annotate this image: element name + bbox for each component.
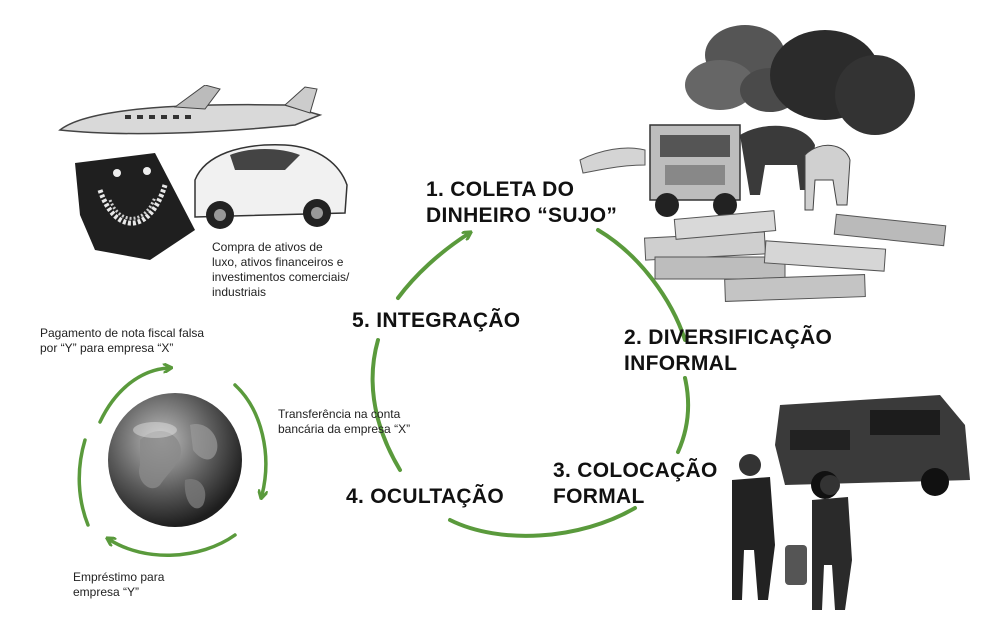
step-2-informal-diversification: 2. DIVERSIFICAÇÃO INFORMAL	[624, 326, 833, 375]
note-luxury-purchases: Compra de ativos de luxo, ativos finance…	[212, 240, 350, 299]
arrow-loop-bottom	[110, 533, 237, 557]
arrow-placement-to-concealment	[448, 506, 637, 538]
globe-illustration	[108, 393, 242, 527]
step-1-collection: 1. COLETA DO DINHEIRO “SUJO”	[426, 178, 618, 227]
step-4-concealment: 4. OCULTAÇÃO	[346, 485, 504, 508]
farm-cash-illustration	[579, 25, 947, 302]
arrow-loop-top	[98, 368, 168, 424]
arrow-loop-left	[77, 438, 90, 527]
armored-truck-illustration	[732, 395, 970, 610]
step-3-formal-placement: 3. COLOCAÇÃO FORMAL	[553, 459, 718, 508]
arrow-concealment-to-integration	[370, 338, 402, 472]
note-fake-invoice: Pagamento de nota fiscal falsa por “Y” p…	[40, 326, 205, 355]
luxury-illustration	[58, 85, 348, 260]
arrow-loop-right	[233, 383, 266, 495]
arrow-collect-to-diversify	[596, 228, 687, 342]
note-bank-transfer: Transferência na conta bancária da empre…	[278, 407, 411, 436]
note-loan: Empréstimo para empresa “Y”	[73, 570, 165, 599]
arrow-integration-to-collect	[396, 234, 468, 300]
step-5-integration: 5. INTEGRAÇÃO	[352, 309, 521, 332]
arrow-diversify-to-placement	[676, 376, 691, 454]
